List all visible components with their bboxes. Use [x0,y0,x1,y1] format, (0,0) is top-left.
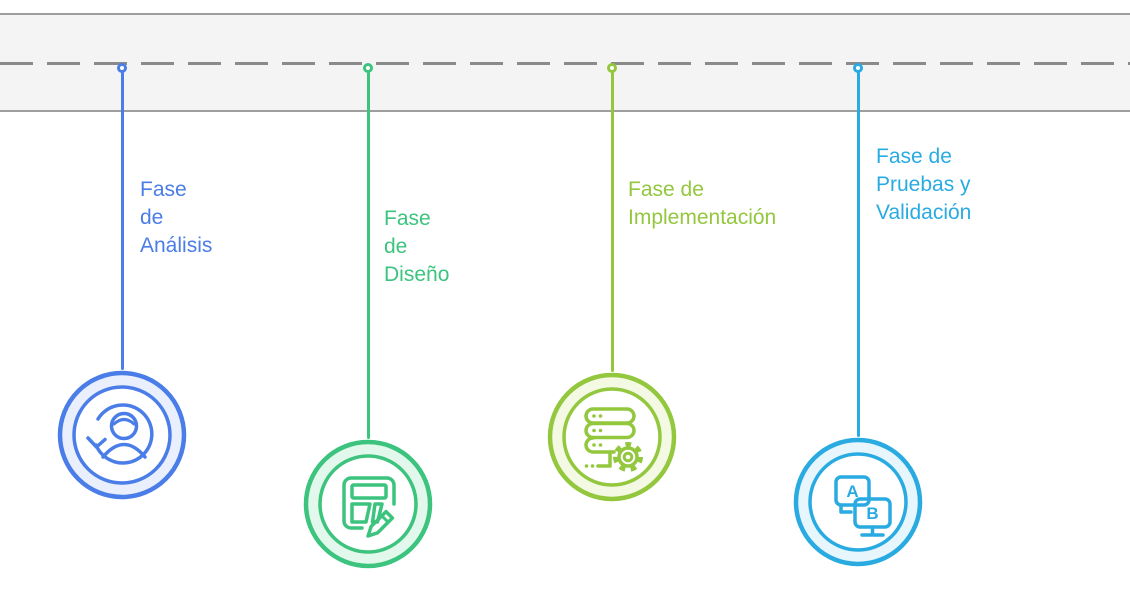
svg-text:A: A [846,482,858,501]
connector-line [366,72,370,439]
svg-text:B: B [866,504,878,523]
connector-line [610,72,614,372]
user-refresh-icon [57,370,187,500]
timeline-node-dot [117,63,127,73]
ab-test-monitors-icon: A B [793,437,923,567]
phase-label: Fase de Análisis [140,178,213,257]
connector-line [856,72,860,437]
connector-line [120,72,124,370]
timeline-node-dot [853,63,863,73]
timeline-node-dot [363,63,373,73]
wireframe-pencil-icon [303,439,433,569]
timeline-dashed-line [0,62,1130,65]
server-gear-icon [547,372,677,502]
phase-label: Fase de Diseño [384,207,450,286]
phase-label: Fase de Implementación [628,178,777,229]
phase-label: Fase de Pruebas y Validación [876,145,972,224]
timeline-node-dot [607,63,617,73]
